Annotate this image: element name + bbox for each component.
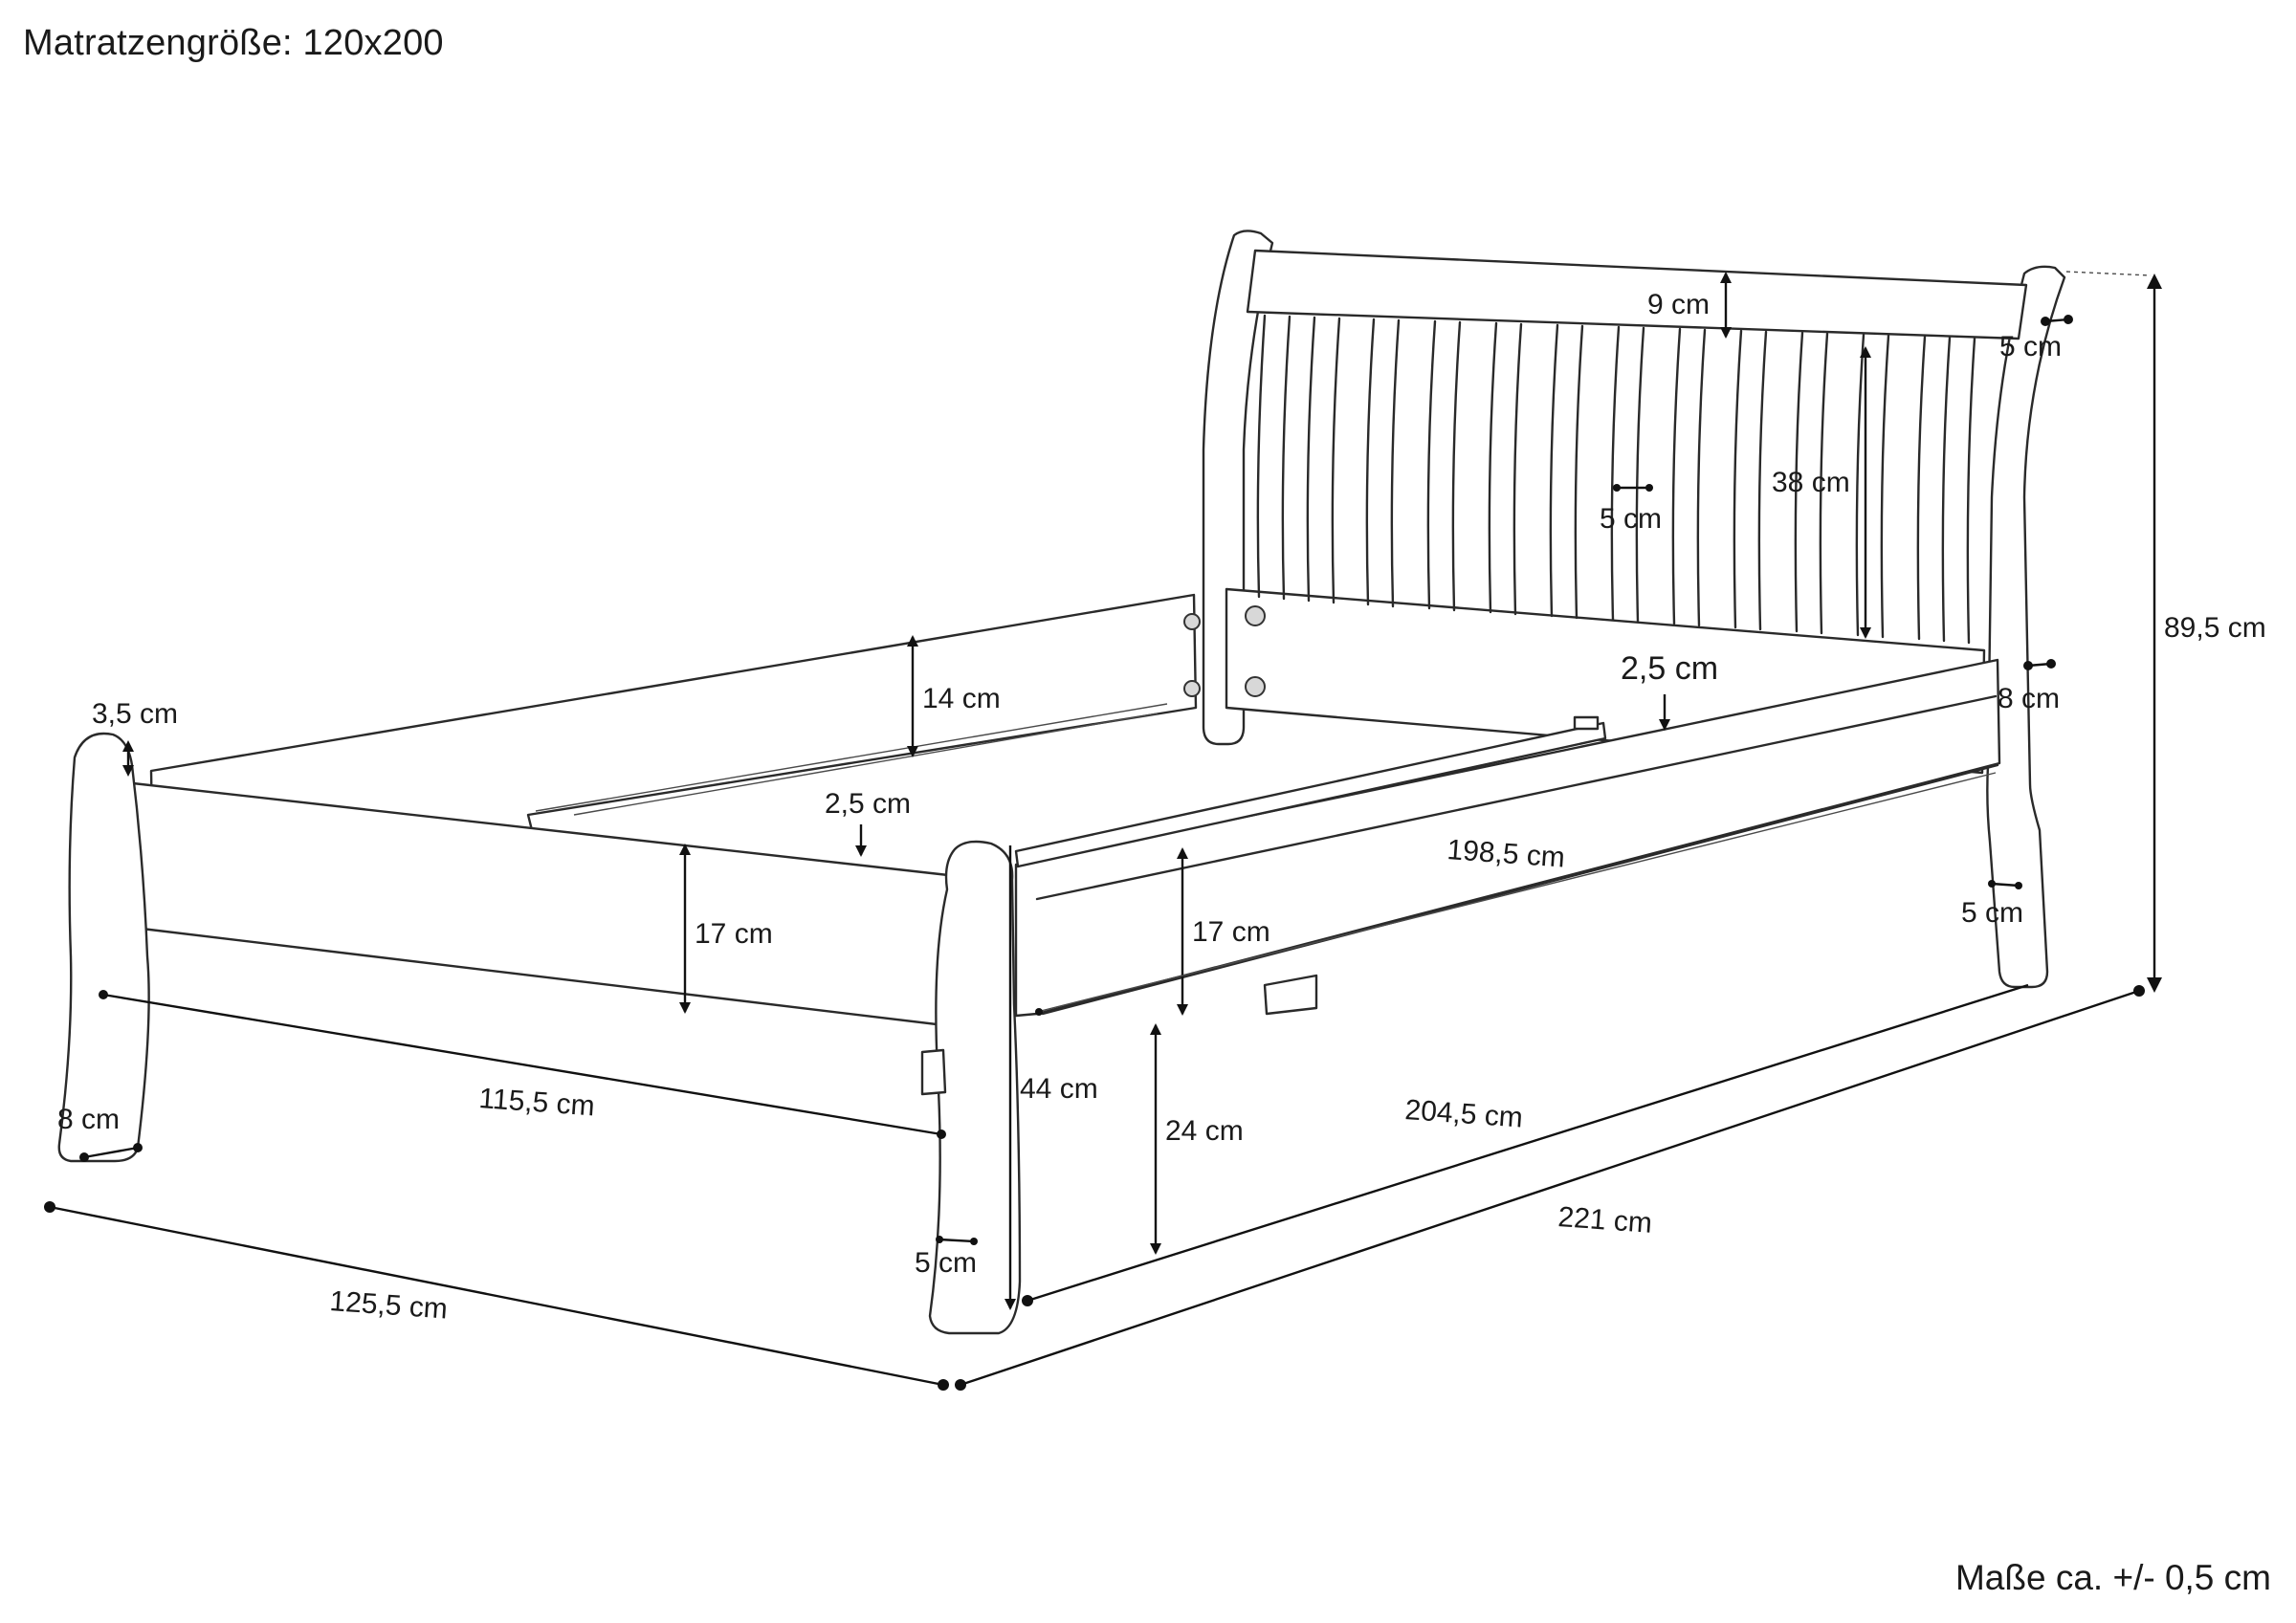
headboard-right-post — [1986, 265, 2066, 989]
footboard — [57, 732, 1022, 1335]
label-total-height: 89,5 cm — [2164, 612, 2266, 644]
label-footboard-post-top: 3,5 cm — [92, 698, 178, 730]
label-inner-width: 115,5 cm — [478, 1083, 596, 1122]
front-side-rail — [1014, 658, 2001, 1018]
headboard-left-post — [1202, 230, 1274, 746]
label-foot-height: 44 cm — [1020, 1073, 1098, 1105]
headboard-slats — [1256, 314, 1976, 645]
label-headboard-leg: 5 cm — [1961, 897, 2023, 929]
label-slat-support-strip-right: 2,5 cm — [1621, 650, 1718, 687]
label-foot-post-depth: 8 cm — [57, 1104, 120, 1135]
label-headboard-post-width: 5 cm — [1999, 331, 2062, 362]
footboard-left-post — [57, 732, 150, 1163]
headboard-top-rail — [1246, 249, 2028, 340]
label-foot-leg: 5 cm — [915, 1247, 977, 1279]
label-total-length: 221 cm — [1557, 1201, 1653, 1239]
tolerance-note: Maße ca. +/- 0,5 cm — [1954, 1558, 2271, 1597]
page-title: Matratzengröße: 120x200 — [23, 23, 444, 63]
label-right-side-rail-height: 8 cm — [1998, 683, 2060, 714]
label-slat-support-strip-left: 2,5 cm — [825, 788, 911, 820]
label-total-width: 125,5 cm — [329, 1285, 449, 1326]
label-side-length: 204,5 cm — [1404, 1094, 1524, 1134]
label-side-rail-height: 17 cm — [1192, 916, 1270, 948]
label-back-rail-height: 14 cm — [922, 683, 1001, 714]
dimension-lines — [44, 271, 2162, 1391]
label-underbed-clearance: 24 cm — [1165, 1115, 1244, 1147]
label-footboard-height: 17 cm — [695, 918, 773, 950]
label-headboard-top-rail: 9 cm — [1647, 289, 1710, 320]
footboard-right-post — [928, 840, 1022, 1335]
dimension-labels: 9 cm 5 cm 5 cm 38 cm 89,5 cm 8 cm 2,5 cm… — [57, 289, 2266, 1326]
label-slat-height: 38 cm — [1772, 467, 1850, 498]
label-slat-width: 5 cm — [1600, 503, 1662, 535]
